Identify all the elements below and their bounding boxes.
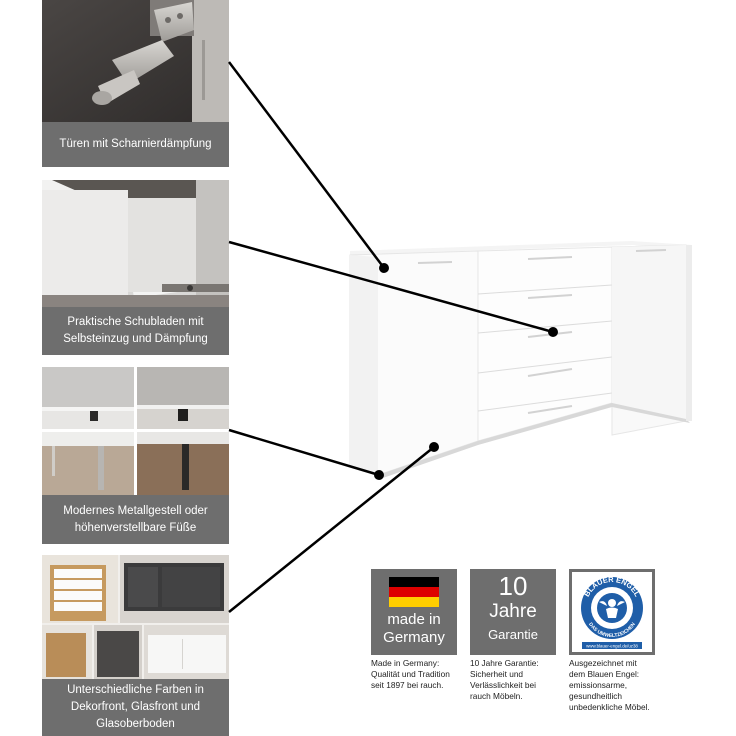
warranty-number: 10 — [498, 571, 528, 601]
caption-drawer-line2: Selbsteinzug und Dämpfung — [63, 333, 208, 345]
blauer-engel-desc-line1: Ausgezeichnet mit — [569, 658, 637, 668]
germany-desc-line2: Qualität und Tradition — [371, 669, 450, 679]
badge-warranty: 10 Jahre Garantie — [470, 569, 556, 655]
blauer-engel-desc-line5: unbedenkliche Möbel. — [569, 702, 650, 712]
warranty-line1: Jahre — [489, 601, 537, 622]
warranty-desc-line4: rauch Möbeln. — [470, 691, 523, 701]
blauer-engel-url: www.blauer-engel.de/uz38 — [586, 644, 638, 649]
sideboard-product-image — [349, 241, 692, 479]
blauer-engel-desc-line4: gesundheitlich — [569, 691, 623, 701]
caption-hinge-line1: Türen mit Scharnierdämpfung — [59, 138, 212, 150]
warranty-desc-line1: 10 Jahre Garantie: — [470, 658, 539, 668]
caption-feet-line1: Modernes Metallgestell oder — [63, 504, 208, 517]
caption-colors-line1: Unterschiedliche Farben in — [67, 684, 204, 696]
warranty-desc-line2: Sicherheit und — [470, 669, 524, 679]
badge-made-in-germany: made in Germany — [371, 569, 457, 655]
caption-feet: Modernes Metallgestell oder höhenverstel… — [42, 495, 229, 544]
warranty-desc-line3: Verlässlichkeit bei — [470, 680, 536, 690]
badge-germany-line1: made in — [387, 611, 441, 628]
caption-hinge: Türen mit Scharnierdämpfung — [42, 122, 229, 167]
blauer-engel-desc-line2: dem Blauen Engel: — [569, 669, 640, 679]
badge-blauer-engel: BLAUER ENGEL DAS UMWELTZEICHEN www.blaue… — [569, 569, 655, 655]
caption-colors-line2: Dekorfront, Glasfront und — [70, 701, 201, 713]
blauer-engel-logo-icon: BLAUER ENGEL DAS UMWELTZEICHEN www.blaue… — [572, 572, 652, 652]
feet-photo — [42, 367, 229, 495]
germany-desc-line3: seit 1897 bei rauch. — [371, 680, 444, 690]
germany-desc-line1: Made in Germany: — [371, 658, 440, 668]
warranty-line2: Garantie — [488, 627, 538, 642]
caption-colors: Unterschiedliche Farben in Dekorfront, G… — [42, 679, 229, 736]
badge-blauer-engel-description: Ausgezeichnet mit dem Blauen Engel: emis… — [569, 658, 679, 713]
caption-colors-line3: Glasoberboden — [96, 718, 175, 730]
badge-germany-line2: Germany — [383, 629, 445, 646]
caption-drawer-line1: Praktische Schubladen mit — [67, 316, 204, 328]
blauer-engel-desc-line3: emissionsarme, — [569, 680, 628, 690]
caption-feet-line2: höhenverstellbare Füße — [74, 521, 197, 534]
drawer-photo — [42, 180, 229, 307]
colors-photo — [42, 555, 229, 679]
hinge-photo — [42, 0, 229, 122]
badge-warranty-description: 10 Jahre Garantie: Sicherheit und Verläs… — [470, 658, 580, 702]
caption-drawer: Praktische Schubladen mit Selbsteinzug u… — [42, 307, 229, 355]
german-flag-icon — [389, 577, 439, 607]
badge-germany-description: Made in Germany: Qualität und Tradition … — [371, 658, 481, 691]
